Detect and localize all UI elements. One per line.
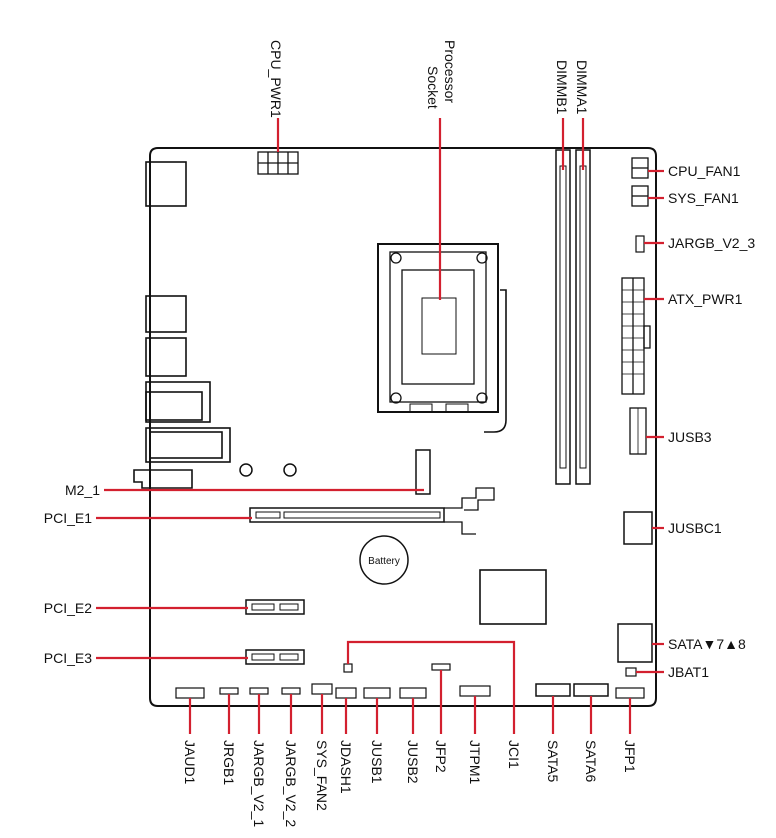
jusb2-header — [399, 687, 427, 699]
sata78-connector — [617, 623, 653, 663]
pci-e2-slot — [245, 599, 305, 615]
label-sata5: SATA5 — [545, 740, 561, 782]
jrgb1-header — [219, 687, 239, 695]
battery-label: Battery — [368, 556, 400, 567]
jdash1-header — [335, 687, 357, 699]
chipset — [479, 569, 547, 625]
jargb-v2-2-header — [281, 687, 301, 695]
jfp1-header — [615, 687, 645, 699]
label-jusbc1: JUSBC1 — [668, 520, 722, 536]
label-m2-1: M2_1 — [65, 482, 100, 498]
label-jusb3: JUSB3 — [668, 429, 712, 445]
label-jci1: JCI1 — [506, 740, 522, 769]
label-dimmb1: DIMMB1 — [554, 60, 570, 115]
jaud1-header — [175, 687, 205, 699]
label-jargb-v2-3: JARGB_V2_3 — [668, 235, 755, 251]
label-jusb1: JUSB1 — [369, 740, 385, 784]
sys-fan2-header — [311, 683, 333, 695]
rear-io — [133, 161, 231, 489]
label-processor-socket-line2: Socket — [425, 66, 441, 109]
label-jdash1: JDASH1 — [338, 740, 354, 794]
pci-e3-slot — [245, 649, 305, 665]
mount-hole — [239, 463, 253, 477]
label-jfp2: JFP2 — [433, 740, 449, 773]
board-outline — [149, 147, 657, 707]
battery: Battery — [359, 535, 409, 585]
label-sata6: SATA6 — [583, 740, 599, 782]
label-cpu-fan1: CPU_FAN1 — [668, 163, 741, 179]
sata6-connector — [573, 683, 609, 697]
dimma1-slot — [575, 149, 591, 485]
jci1-header — [343, 663, 353, 673]
label-pci-e3: PCI_E3 — [44, 650, 92, 666]
label-jusb2: JUSB2 — [405, 740, 421, 784]
label-dimma1: DIMMA1 — [574, 60, 590, 115]
label-pci-e2: PCI_E2 — [44, 600, 92, 616]
label-jtpm1: JTPM1 — [467, 740, 483, 785]
label-jbat1: JBAT1 — [668, 664, 709, 680]
pci-e1-slot — [249, 487, 495, 535]
atx-pwr1-connector — [621, 277, 651, 395]
label-processor-socket-line1: Processor — [442, 40, 458, 103]
jfp2-header — [431, 663, 451, 671]
sys-fan1-connector — [631, 185, 649, 207]
dimmb1-slot — [555, 149, 571, 485]
label-jfp1: JFP1 — [622, 740, 638, 773]
label-jargb-v2-1: JARGB_V2_1 — [251, 740, 267, 827]
label-jrgb1: JRGB1 — [221, 740, 237, 785]
label-jargb-v2-2: JARGB_V2_2 — [283, 740, 299, 827]
label-sys-fan1: SYS_FAN1 — [668, 190, 739, 206]
processor-socket — [377, 243, 507, 433]
cpu-fan1-connector — [631, 157, 649, 179]
label-atx-pwr1: ATX_PWR1 — [668, 291, 743, 307]
jtpm1-header — [459, 685, 491, 697]
cpu-pwr1-connector — [257, 151, 299, 175]
sata5-connector — [535, 683, 571, 697]
label-pci-e1: PCI_E1 — [44, 510, 92, 526]
label-sata78: SATA▼7▲8 — [668, 636, 746, 652]
jusb3-connector — [629, 407, 647, 455]
label-jaud1: JAUD1 — [182, 740, 198, 785]
leader-lines — [96, 118, 664, 734]
jargb-v2-3-connector — [635, 235, 645, 253]
jbat1-connector — [625, 667, 637, 677]
label-cpu-pwr1: CPU_PWR1 — [268, 40, 284, 118]
m2-1-slot — [415, 449, 431, 495]
jargb-v2-1-header — [249, 687, 269, 695]
label-sys-fan2: SYS_FAN2 — [314, 740, 330, 811]
jusbc1-connector — [623, 511, 653, 545]
mount-hole — [283, 463, 297, 477]
jusb1-header — [363, 687, 391, 699]
